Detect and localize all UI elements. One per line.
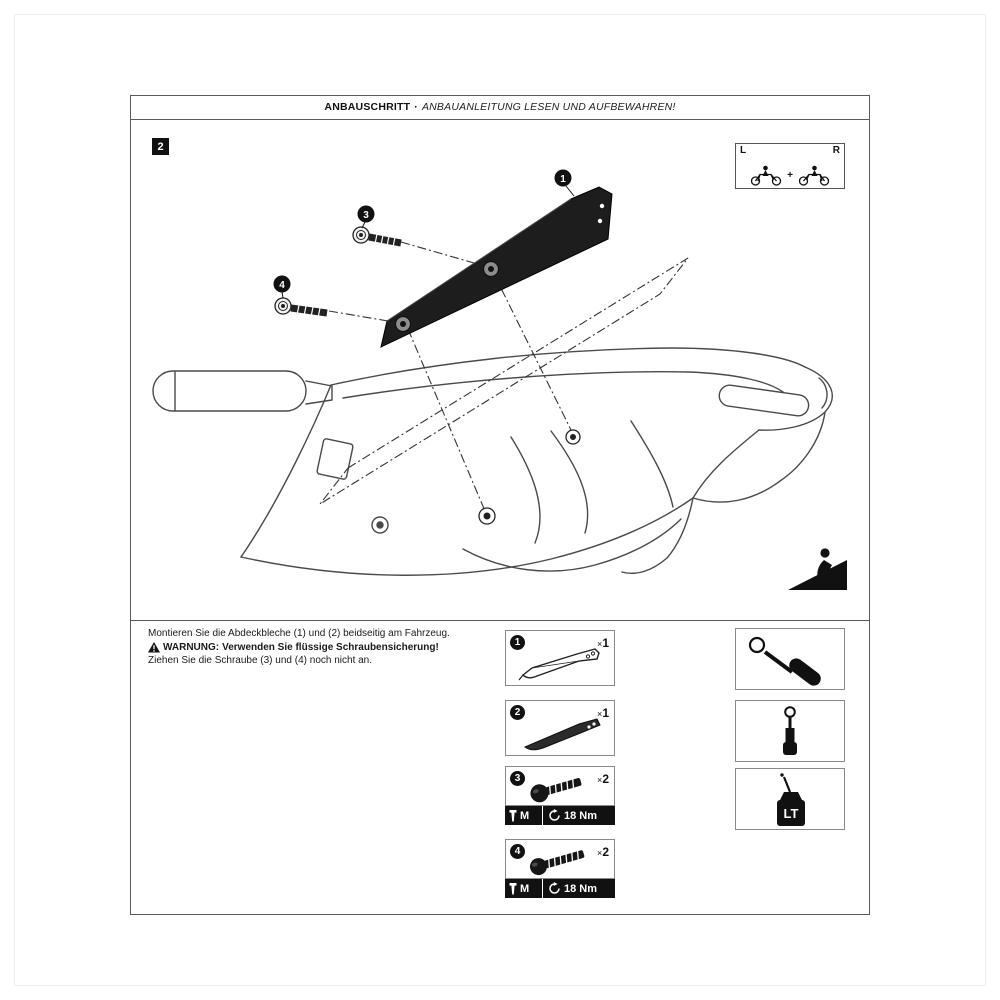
cover-plate-left-icon bbox=[518, 648, 600, 681]
motorcycle-left-icon bbox=[750, 165, 782, 186]
part-4-number-badge: 4 bbox=[510, 844, 525, 859]
part-1-qty: ×1 bbox=[597, 636, 609, 650]
exploded-diagram: 1 3 4 bbox=[152, 169, 847, 590]
page-edge-border bbox=[14, 14, 986, 986]
torque-value: 18 Nm bbox=[564, 882, 598, 895]
alignment-lines bbox=[319, 241, 689, 512]
plus-sign: + bbox=[787, 169, 793, 181]
part-4-qty: ×2 bbox=[597, 845, 609, 859]
section-divider bbox=[131, 620, 869, 621]
torque-icon bbox=[549, 809, 560, 821]
part-3-spec-bar: M 18 Nm bbox=[505, 806, 615, 825]
motorcycle-outline bbox=[152, 347, 833, 576]
tool-box-screwdriver bbox=[735, 628, 845, 690]
thread-size: M bbox=[520, 809, 530, 822]
left-side-label: L bbox=[740, 145, 747, 156]
instruction-line-1: Montieren Sie die Abdeckbleche (1) und (… bbox=[148, 628, 450, 639]
screw-4-icon bbox=[530, 850, 585, 876]
screw-glyph-icon bbox=[509, 809, 517, 821]
parts-list-item-1: 1 ×1 bbox=[505, 630, 615, 686]
orientation-box: L R + bbox=[735, 143, 845, 189]
bolt-3 bbox=[352, 226, 402, 248]
callout-4-number: 4 bbox=[279, 280, 285, 291]
thread-spec: M bbox=[505, 879, 543, 898]
warning-text: Verwenden Sie flüssige Schraubensicherun… bbox=[222, 641, 439, 653]
manual-page-frame: ANBAUSCHRITT·ANBAUANLEITUNG LESEN UND AU… bbox=[130, 95, 870, 915]
part-3-number-badge: 3 bbox=[510, 771, 525, 786]
mounting-holes bbox=[478, 429, 581, 525]
cover-plate-right-icon bbox=[524, 718, 601, 751]
handlebar-grip bbox=[152, 370, 307, 412]
thread-size: M bbox=[520, 882, 530, 895]
motorcycle-right-icon bbox=[798, 165, 830, 186]
callout-4: 4 bbox=[273, 275, 291, 299]
warning-icon bbox=[148, 641, 160, 653]
side-vent bbox=[316, 438, 354, 480]
tool-box-threadlocker: LT bbox=[735, 768, 845, 830]
part-3-qty: ×2 bbox=[597, 772, 609, 786]
torque-spec: 18 Nm bbox=[543, 879, 615, 898]
screw-3-icon bbox=[530, 778, 582, 803]
part-4-spec-bar: M 18 Nm bbox=[505, 879, 615, 898]
header-title: ANBAUSCHRITT bbox=[324, 101, 411, 113]
parts-list-item-2: 2 ×1 bbox=[505, 700, 615, 756]
header-subtitle: ANBAUANLEITUNG LESEN UND AUFBEWAHREN! bbox=[421, 101, 676, 113]
bolt-4 bbox=[274, 297, 328, 319]
torque-wrench-icon bbox=[783, 706, 797, 755]
threadlocker-icon: LT bbox=[777, 773, 805, 826]
tool-box-torque-wrench bbox=[735, 700, 845, 762]
grab-rail bbox=[718, 384, 810, 417]
header-separator: · bbox=[414, 101, 418, 113]
screw-glyph-icon bbox=[509, 882, 517, 894]
mounting-plane bbox=[319, 257, 689, 505]
thread-spec: M bbox=[505, 806, 543, 825]
torque-spec: 18 Nm bbox=[543, 806, 615, 825]
callout-3-number: 3 bbox=[363, 210, 369, 221]
instruction-line-3: Ziehen Sie die Schraube (3) und (4) noch… bbox=[148, 655, 373, 666]
torque-value: 18 Nm bbox=[564, 809, 598, 822]
part-2-number-badge: 2 bbox=[510, 705, 525, 720]
parts-list-item-3: 3 ×2 M bbox=[505, 766, 615, 825]
threadlocker-label: LT bbox=[784, 806, 799, 821]
parts-list-item-4: 4 ×2 bbox=[505, 839, 615, 898]
right-side-label: R bbox=[832, 145, 840, 156]
instructions-block: Montieren Sie die Abdeckbleche (1) und (… bbox=[148, 627, 493, 668]
part-1-number-badge: 1 bbox=[510, 635, 525, 650]
callout-1-number: 1 bbox=[560, 174, 566, 185]
torx-screwdriver-icon bbox=[748, 636, 821, 686]
cover-plate-part bbox=[380, 186, 613, 348]
callout-3: 3 bbox=[357, 205, 375, 229]
callout-1: 1 bbox=[554, 169, 575, 197]
warning-prefix: WARNUNG: bbox=[163, 641, 220, 653]
step-number-badge: 2 bbox=[152, 138, 169, 155]
seat-position-icon bbox=[788, 548, 847, 590]
part-2-qty: ×1 bbox=[597, 706, 609, 720]
torque-icon bbox=[549, 882, 560, 894]
warning-line: WARNUNG: Verwenden Sie flüssige Schraube… bbox=[148, 641, 493, 655]
header: ANBAUSCHRITT·ANBAUANLEITUNG LESEN UND AU… bbox=[131, 96, 869, 120]
